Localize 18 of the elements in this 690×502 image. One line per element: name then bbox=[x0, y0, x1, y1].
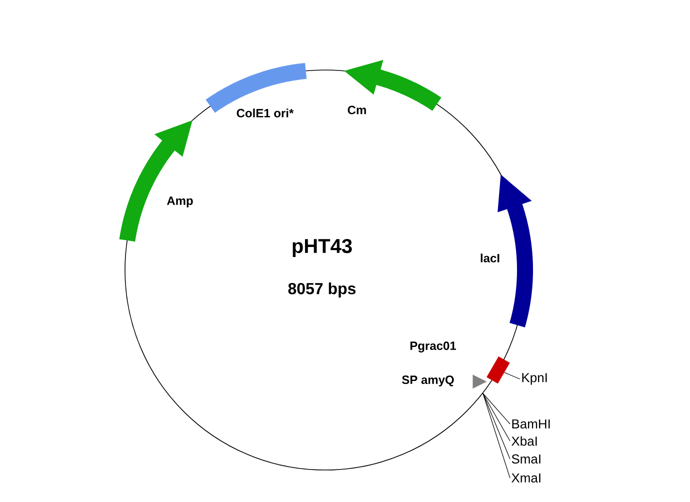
plasmid-name: pHT43 bbox=[292, 238, 352, 258]
site-label: XmaI bbox=[512, 473, 540, 483]
feature-label: ColE1 ori* bbox=[236, 108, 294, 118]
leader-line bbox=[482, 393, 510, 424]
site-label: BamHI bbox=[512, 419, 550, 429]
feature-label: Cm bbox=[348, 106, 366, 114]
leader-line bbox=[482, 393, 510, 460]
site-label: SmaI bbox=[512, 454, 540, 464]
leader-line bbox=[482, 393, 510, 442]
feature-label: Amp bbox=[166, 196, 193, 208]
feature-label: lacI bbox=[480, 254, 500, 262]
site-label: XbaI bbox=[512, 436, 537, 446]
leader-line bbox=[482, 393, 510, 478]
feature-label: SP amyQ bbox=[402, 376, 454, 386]
plasmid-size: 8057 bps bbox=[288, 282, 356, 298]
leader-line bbox=[504, 372, 520, 380]
site-label: KpnI bbox=[522, 373, 547, 385]
feature-label: Pgrac01 bbox=[410, 342, 456, 352]
